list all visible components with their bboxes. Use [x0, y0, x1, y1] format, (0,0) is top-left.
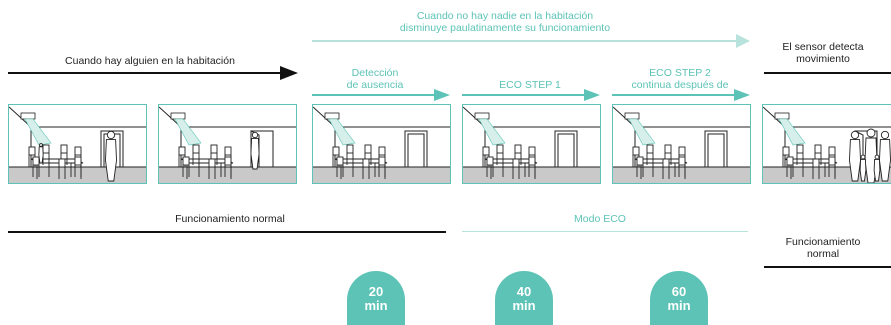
timer-40-min: 40 min: [495, 271, 553, 325]
eco-step2-line2: continua después de: [631, 79, 729, 91]
child-person-icon: [873, 154, 881, 182]
sensor-line1: El sensor detecta: [782, 41, 864, 53]
scene-panel-5: [612, 104, 751, 184]
timer-20-min: 20 min: [347, 271, 405, 325]
room-outline: [463, 106, 600, 183]
gradual-decrease-arrow: [312, 34, 750, 48]
normal2-line1: Funcionamiento: [785, 236, 861, 248]
no-one-line1: Cuando no hay nadie en la habitación: [416, 10, 594, 22]
someone-present-arrow: [8, 66, 298, 80]
timer-value: 20: [368, 284, 384, 299]
normal-operation-label: Funcionamiento normal: [175, 213, 285, 225]
timer-unit: min: [512, 298, 536, 313]
room-outline: [613, 106, 750, 183]
room-illustration: [9, 106, 146, 183]
dining-table: [28, 144, 84, 179]
timer-60-min: 60 min: [650, 271, 708, 325]
scene-panel-3: [312, 104, 451, 184]
dining-table: [782, 144, 838, 179]
leaving-person-icon: [250, 131, 260, 170]
scene-panel-4: [462, 104, 601, 184]
timer-unit: min: [667, 298, 691, 313]
scene-panel-6: [762, 104, 891, 184]
eco-step1-arrow: [462, 89, 600, 101]
detection-label: Detección de ausencia: [330, 67, 420, 91]
air-conditioner-icon: [20, 112, 52, 146]
standing-person-icon: [105, 130, 117, 182]
door-icon: [554, 130, 578, 168]
eco-mode-line: [462, 231, 748, 232]
dining-table: [178, 144, 234, 179]
normal2-line2: normal: [806, 248, 840, 260]
no-one-line2: disminuye paulatinamente su funcionamien…: [399, 22, 611, 34]
room-illustration: [463, 106, 600, 183]
eco-step2-label: ECO STEP 2 continua después de: [610, 67, 750, 91]
scene-panel-1: [8, 104, 147, 184]
normal-operation-line: [8, 231, 446, 233]
timer-value: 60: [671, 284, 687, 299]
eco-step2-arrow: [612, 89, 750, 101]
dining-table: [482, 144, 538, 179]
air-conditioner-icon: [774, 112, 806, 146]
sensor-line2: movimiento: [796, 53, 850, 65]
detection-arrow: [312, 89, 450, 101]
seated-person-icon: [38, 143, 44, 164]
air-conditioner-icon: [474, 112, 506, 146]
eco-step1-label: ECO STEP 1: [499, 79, 561, 91]
someone-present-label: Cuando hay alguien en la habitación: [65, 55, 235, 67]
adult-person-icon: [879, 130, 891, 182]
room-illustration: [763, 106, 891, 183]
door-icon: [704, 130, 728, 168]
air-conditioner-icon: [324, 112, 356, 146]
dining-table: [332, 144, 388, 179]
air-conditioner-icon: [170, 112, 202, 146]
detection-line2: de ausencia: [346, 79, 404, 91]
child-person-icon: [859, 154, 867, 182]
scene-panel-2: [158, 104, 297, 184]
eco-step2-line1: ECO STEP 2: [649, 67, 711, 79]
sensor-line: [764, 72, 891, 74]
air-conditioner-icon: [624, 112, 656, 146]
room-illustration: [313, 106, 450, 183]
dining-table: [632, 144, 688, 179]
eco-mode-label: Modo ECO: [574, 213, 626, 225]
room-illustration: [159, 106, 296, 183]
timer-value: 40: [516, 284, 532, 299]
no-one-caption: Cuando no hay nadie en la habitación dis…: [390, 10, 620, 34]
room-illustration: [613, 106, 750, 183]
sensor-detects-label: El sensor detecta movimiento: [768, 41, 878, 65]
normal-operation-2-line: [764, 266, 891, 268]
timer-unit: min: [364, 298, 388, 313]
room-outline: [159, 106, 296, 183]
normal-operation-2-label: Funcionamiento normal: [768, 236, 878, 260]
adult-person-icon: [849, 130, 861, 182]
detection-line1: Detección: [351, 67, 399, 79]
door-icon: [404, 130, 428, 168]
